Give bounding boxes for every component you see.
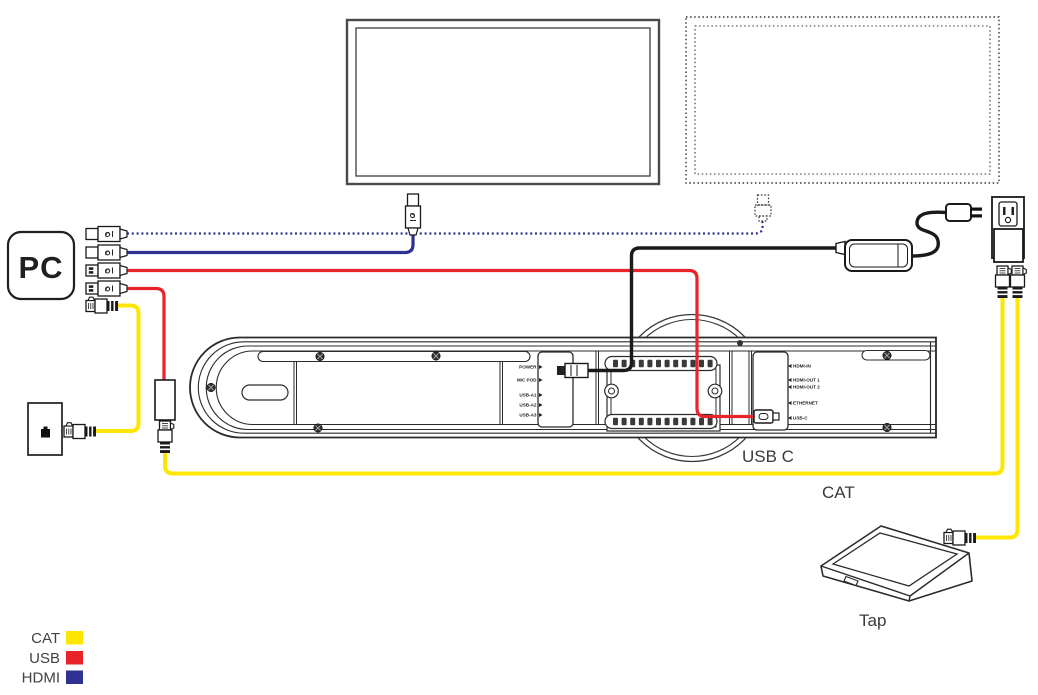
legend: CAT USB HDMI [22,630,83,687]
hdmi-cable-dotted [127,221,764,235]
port-label-hdmi-out1: HDMI-OUT 1 [793,378,820,383]
screw-icon [315,351,325,362]
screw-boss-left [604,383,619,399]
port-label-usba3: USB-A3 [519,413,537,418]
secondary-display-dotted [685,16,1000,184]
usb-connector [85,262,128,279]
screw-icon [431,351,441,361]
pc-box: PC [6,230,76,301]
hdmi-connector [85,244,128,261]
usb-cable-pc-to-usbc [127,268,754,419]
tap-screen [831,532,959,587]
vent-strip-bottom [604,413,718,430]
screw-icon [206,382,216,393]
vent-strip-top [604,355,718,372]
port-label-ethernet: ETHERNET [793,401,818,406]
port-label-micpod: MIC POD [517,378,537,383]
rj45-connector [943,528,977,546]
wall-network-plate [27,402,63,456]
rj45-connector [157,420,175,454]
poe-injector [993,228,1024,263]
port-label-usba1: USB-A1 [519,393,537,398]
rj45-connector [994,265,1012,299]
cat-cable-injector-to-tap [976,297,1020,540]
rj45-connector [63,422,97,440]
usb-cat-adapter [154,379,176,421]
power-ac-cable [911,210,947,258]
port-label-hdmi-out2: HDMI-OUT 2 [793,385,820,390]
legend-swatch-usb [66,651,83,665]
power-adapter-brick [835,239,913,272]
hdmi-connector [85,225,128,243]
dc-barrel-connector [557,362,589,379]
right-port-labels: HDMI-IN HDMI-OUT 1 HDMI-OUT 2 ETHERNET U… [788,364,820,421]
hdmi-connector-dotted [754,194,772,222]
cat-cable-adapter-to-injector [163,297,1005,476]
screw-boss-right [707,383,723,399]
network-jack-icon [41,426,50,438]
ac-plug [945,203,982,222]
legend-swatch-cat [66,631,83,645]
pc-label: PC [18,250,63,285]
vent-slot-top-left [257,350,531,363]
cat-cable-label: CAT [822,483,855,502]
port-label-usbc: USB-C [793,416,808,421]
primary-display [345,18,661,186]
screw-icon [882,422,892,433]
cat-cable-pc-to-wall [96,303,141,433]
usb-connector [85,280,128,297]
usbc-connector [753,409,780,424]
port-label-hdmi-in: HDMI-IN [793,364,812,369]
tap-cable-notch [843,575,859,587]
port-label-power: POWER [519,365,537,370]
tap-label: Tap [859,611,886,630]
power-dc-cable [588,246,837,373]
alignment-pin [737,340,743,346]
legend-label-usb: USB [29,650,60,667]
screw-icon [313,423,323,433]
hdmi-connector-display [404,193,422,236]
tap-controller [820,525,973,602]
rj45-connector [1009,265,1027,299]
usb-cable-pc-to-adapter [127,286,166,380]
rj45-connector [85,296,119,314]
legend-swatch-hdmi [66,670,83,684]
video-bar: POWER MIC POD USB-A1 USB-A2 USB-A3 HDMI-… [189,336,937,439]
screw-icon [882,350,892,361]
usbc-cable-label: USB C [742,447,794,466]
hdmi-cable-solid [127,235,415,255]
legend-label-cat: CAT [31,630,60,647]
left-port-labels: POWER MIC POD USB-A1 USB-A2 USB-A3 [517,365,543,418]
handle-slot [241,384,289,401]
port-label-usba2: USB-A2 [519,403,537,408]
legend-label-hdmi: HDMI [22,670,60,687]
vent-slot-top-right [861,349,931,361]
